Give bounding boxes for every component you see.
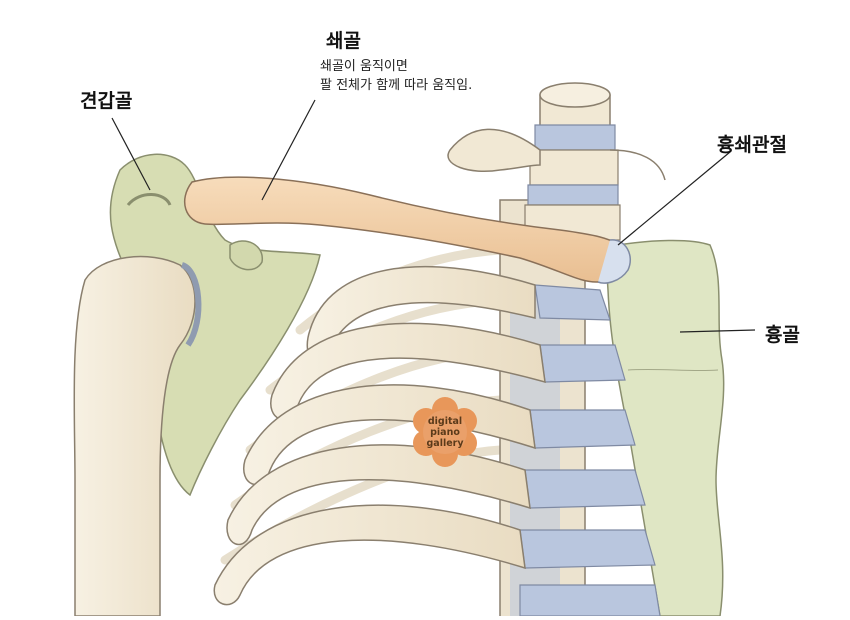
clavicle bbox=[183, 176, 631, 284]
clavicle-leader-line bbox=[261, 99, 316, 201]
anterior-ribs bbox=[213, 265, 546, 606]
watermark-line3: gallery bbox=[426, 438, 464, 449]
leader-lines bbox=[111, 99, 756, 333]
clavicle-desc-line1: 쇄골이 움직이면 bbox=[320, 59, 408, 74]
clavicle-description: 쇄골이 움직이면 팔 전체가 함께 따라 움직임. bbox=[320, 57, 472, 95]
watermark-logo: digital piano gallery bbox=[413, 397, 477, 467]
label-clavicle: 쇄골 bbox=[326, 30, 361, 52]
watermark-line2: piano bbox=[430, 427, 460, 438]
scapula-leader-line bbox=[111, 117, 151, 191]
scj-leader-line bbox=[617, 151, 731, 246]
label-sternum: 흉골 bbox=[765, 324, 800, 346]
sternum-leader-line bbox=[679, 329, 756, 333]
watermark-line1: digital bbox=[428, 416, 462, 427]
humerus bbox=[73, 255, 202, 617]
label-sternoclavicular-joint: 흉쇄관절 bbox=[717, 134, 787, 156]
clavicle-desc-line2: 팔 전체가 함께 따라 움직임. bbox=[320, 78, 473, 93]
label-scapula: 견갑골 bbox=[80, 90, 133, 112]
costal-cartilages bbox=[519, 284, 661, 617]
